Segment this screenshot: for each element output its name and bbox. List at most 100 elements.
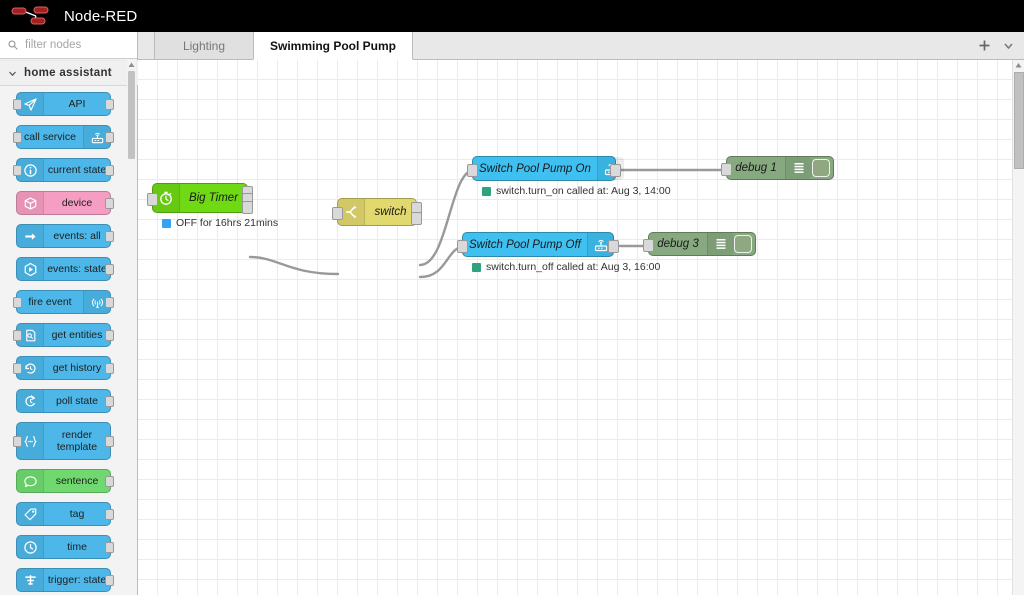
node-input-port[interactable]: [147, 193, 158, 206]
palette-item-call-service[interactable]: call service: [13, 125, 114, 149]
stopwatch-icon: [160, 191, 172, 205]
palette-item-api[interactable]: API: [13, 92, 114, 116]
canvas-scrollbar[interactable]: [1012, 60, 1024, 595]
palette-item-input-port: [13, 132, 22, 143]
palette-item-input-port: [13, 436, 22, 447]
tab-label: Swimming Pool Pump: [270, 38, 397, 53]
palette-search-bar[interactable]: [0, 32, 137, 59]
palette-item-output-port: [105, 396, 114, 407]
status-text: switch.turn_on called at: Aug 3, 14:00: [496, 185, 671, 197]
app-header: Node-RED: [0, 0, 1024, 32]
debug-toggle-button[interactable]: [734, 235, 752, 253]
palette-scroll-area: home assistant API call service current st…: [0, 60, 138, 595]
poll-refresh-icon: [24, 394, 35, 406]
canvas-grid: [138, 60, 1024, 595]
palette-item-label: sentence: [55, 474, 99, 487]
canvas-scrollbar-thumb[interactable]: [1014, 72, 1024, 169]
flow-node-label: Switch Pool Pump On: [479, 162, 591, 175]
flow-node-debug-3[interactable]: debug 3: [643, 232, 756, 256]
flow-node-label: Big Timer: [188, 192, 239, 204]
cube-box-icon-wrap: [17, 192, 44, 214]
broadcast-icon-wrap: [83, 291, 110, 313]
chevron-down-icon[interactable]: [1003, 40, 1014, 51]
tab-bar-actions: [978, 32, 1024, 59]
palette-item-label: current state: [47, 163, 107, 176]
palette-item-output-port: [105, 436, 114, 447]
arrow-right-icon: [24, 232, 36, 240]
palette-item-label: get entities: [51, 328, 103, 341]
palette-scrollbar-thumb[interactable]: [128, 71, 135, 159]
palette-item-render-template[interactable]: render template: [13, 422, 114, 460]
node-red-logo-icon[interactable]: [10, 5, 56, 27]
node-input-port[interactable]: [467, 163, 478, 177]
node-output-port[interactable]: [608, 239, 619, 253]
node-palette: home assistant API call service current st…: [0, 32, 138, 595]
node-input-port[interactable]: [332, 207, 343, 220]
palette-item-output-port: [105, 330, 114, 341]
status-dot: [482, 186, 491, 196]
palette-item-label: events: state: [47, 262, 107, 275]
flow-node-switch[interactable]: switch: [332, 198, 422, 226]
palette-category-home-assistant[interactable]: home assistant: [0, 60, 138, 86]
poll-refresh-icon-wrap: [17, 390, 44, 412]
palette-item-output-port: [105, 363, 114, 374]
history-clock-icon-wrap: [17, 357, 44, 379]
tag-icon-wrap: [17, 503, 44, 525]
palette-item-input-port: [13, 330, 22, 341]
palette-item-label: poll state: [55, 394, 99, 407]
chevron-down-icon: [9, 71, 16, 76]
node-input-port[interactable]: [721, 163, 732, 176]
wire-bigtimer-to-switch: [248, 255, 340, 276]
palette-item-events-state[interactable]: events: state: [16, 257, 114, 281]
flow-node-big-timer[interactable]: Big Timer: [147, 183, 253, 214]
debug-toggle-button[interactable]: [812, 159, 830, 177]
flow-node-switch-pool-pump-on[interactable]: Switch Pool Pump On: [467, 156, 624, 181]
palette-item-sentence[interactable]: sentence: [16, 469, 114, 493]
flow-node-debug-1[interactable]: debug 1: [721, 156, 834, 180]
tab-swimming-pool-pump[interactable]: Swimming Pool Pump: [253, 32, 414, 60]
palette-item-poll-state[interactable]: poll state: [16, 389, 114, 413]
router-antenna-icon: [91, 132, 103, 143]
tab-lighting[interactable]: Lighting: [154, 32, 254, 59]
search-input[interactable]: [23, 38, 127, 52]
speech-bubble-icon: [23, 475, 37, 487]
plus-icon[interactable]: [978, 39, 991, 52]
palette-scrollbar[interactable]: [127, 60, 136, 595]
palette-item-input-port: [13, 165, 22, 176]
flow-node-label: Switch Pool Pump Off: [469, 238, 581, 251]
palette-item-output-port: [105, 542, 114, 553]
palette-item-tag[interactable]: tag: [16, 502, 114, 526]
flow-node-switch-pool-pump-off[interactable]: Switch Pool Pump Off: [457, 232, 619, 257]
switch-fork-icon: [346, 205, 357, 219]
palette-item-label: fire event: [28, 295, 72, 308]
palette-item-device[interactable]: device: [16, 191, 114, 215]
palette-item-get-entities[interactable]: get entities: [13, 323, 114, 347]
trigger-state-icon: [24, 574, 36, 585]
node-output-port[interactable]: [610, 163, 621, 177]
flow-node-label: debug 3: [657, 238, 699, 250]
palette-item-label: call service: [24, 130, 76, 143]
node-output-port[interactable]: [411, 211, 422, 225]
node-output-port[interactable]: [242, 200, 253, 214]
palette-item-input-port: [13, 297, 22, 308]
palette-item-trigger-state[interactable]: trigger: state: [16, 568, 114, 592]
node-input-port[interactable]: [643, 239, 654, 252]
scroll-up-arrow-icon[interactable]: [127, 60, 136, 70]
palette-item-time[interactable]: time: [16, 535, 114, 559]
trigger-state-icon-wrap: [17, 569, 44, 591]
palette-item-output-port: [105, 231, 114, 242]
palette-item-output-port: [105, 165, 114, 176]
scroll-up-arrow-icon[interactable]: [1013, 60, 1024, 71]
palette-item-events-all[interactable]: events: all: [16, 224, 114, 248]
palette-item-input-port: [13, 99, 22, 110]
entities-list-icon-wrap: [17, 324, 44, 346]
node-input-port[interactable]: [457, 239, 468, 253]
debug-lines-icon-wrap: [785, 157, 812, 179]
palette-item-get-history[interactable]: get history: [13, 356, 114, 380]
palette-item-fire-event[interactable]: fire event: [13, 290, 114, 314]
palette-item-current-state[interactable]: current state: [13, 158, 114, 182]
router-antenna-icon: [594, 239, 607, 251]
flow-node-label: switch: [374, 206, 407, 218]
